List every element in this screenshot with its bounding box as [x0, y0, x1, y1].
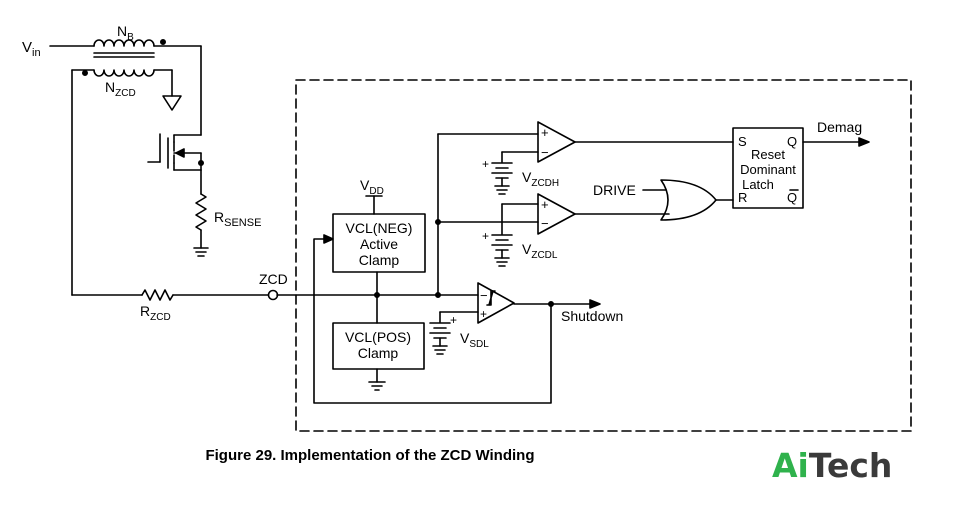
comp-h-plus: + — [541, 125, 549, 140]
comp-h-minus: − — [541, 145, 549, 160]
shutdown-comparator — [477, 282, 515, 324]
drive-label: DRIVE — [593, 182, 636, 198]
rzcd-label: RZCD — [140, 303, 171, 323]
mosfet-junction — [198, 160, 205, 167]
vsdl-source — [429, 322, 451, 355]
zcd-pin — [267, 289, 279, 301]
primary-dot — [160, 38, 167, 45]
vzcdl-source — [491, 234, 513, 267]
comp-l-minus: − — [541, 216, 549, 231]
latch-r: R — [738, 190, 747, 205]
demag-arrow — [858, 137, 870, 147]
vzcdl-label: VZCDL — [522, 241, 558, 261]
vcl-neg-line1: VCL(NEG) — [346, 220, 413, 236]
vsdl-plus: + — [450, 313, 457, 327]
vcl-pos-line2: Clamp — [358, 345, 399, 361]
nzcd-label: NZCD — [105, 79, 136, 99]
figure-caption: Figure 29. Implementation of the ZCD Win… — [205, 447, 535, 464]
vsdl-label: VSDL — [460, 330, 489, 350]
shutdown-junction — [547, 300, 554, 307]
or-gate — [660, 179, 717, 221]
vzcdh-label: VZCDH — [522, 169, 559, 189]
shutdown-label: Shutdown — [561, 308, 623, 324]
vzcdh-plus: + — [482, 157, 489, 171]
vcl-pos-clamp-box — [332, 322, 425, 370]
vdd-label: VDD — [360, 177, 384, 197]
zcd-winding-dot — [82, 70, 89, 77]
shutdown-arrow — [589, 299, 601, 309]
latch-q: Q — [787, 134, 797, 149]
aitech-logo: AiTech — [772, 446, 892, 485]
demag-label: Demag — [817, 119, 862, 135]
nb-label: NB — [117, 23, 134, 43]
latch-qbar: Q — [787, 190, 797, 205]
rsense-resistor — [193, 169, 209, 257]
vin-label: Vin — [22, 39, 41, 59]
latch-s: S — [738, 134, 747, 149]
zcd-label: ZCD — [259, 271, 288, 287]
transformer-primary — [49, 39, 202, 136]
vzcdl-plus: + — [482, 229, 489, 243]
comp-l-plus: + — [541, 197, 549, 212]
feedback-wire — [313, 238, 552, 404]
vcl-pos-line1: VCL(POS) — [345, 329, 411, 345]
zcd-node-junction — [434, 291, 441, 298]
hysteresis-icon — [486, 290, 496, 306]
power-mosfet — [147, 133, 202, 171]
sd-comp-minus: − — [480, 288, 488, 303]
ic-boundary — [295, 79, 912, 432]
latch-line3: Latch — [742, 177, 774, 192]
rsense-label: RSENSE — [214, 209, 261, 229]
vcl-neg-clamp-box — [332, 213, 426, 273]
vzcdh-source — [491, 162, 513, 195]
vcl-neg-line3: Clamp — [359, 252, 400, 268]
reset-dominant-latch — [732, 127, 804, 209]
latch-line2: Dominant — [740, 162, 796, 177]
sd-comp-plus: + — [480, 307, 487, 321]
vcl-neg-line2: Active — [360, 236, 398, 252]
logo-tech: Tech — [808, 446, 893, 485]
feedback-arrow — [323, 234, 334, 244]
comparator-high — [537, 121, 576, 163]
comparator-low — [537, 193, 576, 235]
clamp-junction — [373, 291, 380, 298]
rzcd-resistor — [71, 289, 269, 301]
transformer-zcd-winding — [71, 69, 182, 296]
latch-line1: Reset — [751, 147, 785, 162]
logo-ai: Ai — [772, 446, 809, 485]
